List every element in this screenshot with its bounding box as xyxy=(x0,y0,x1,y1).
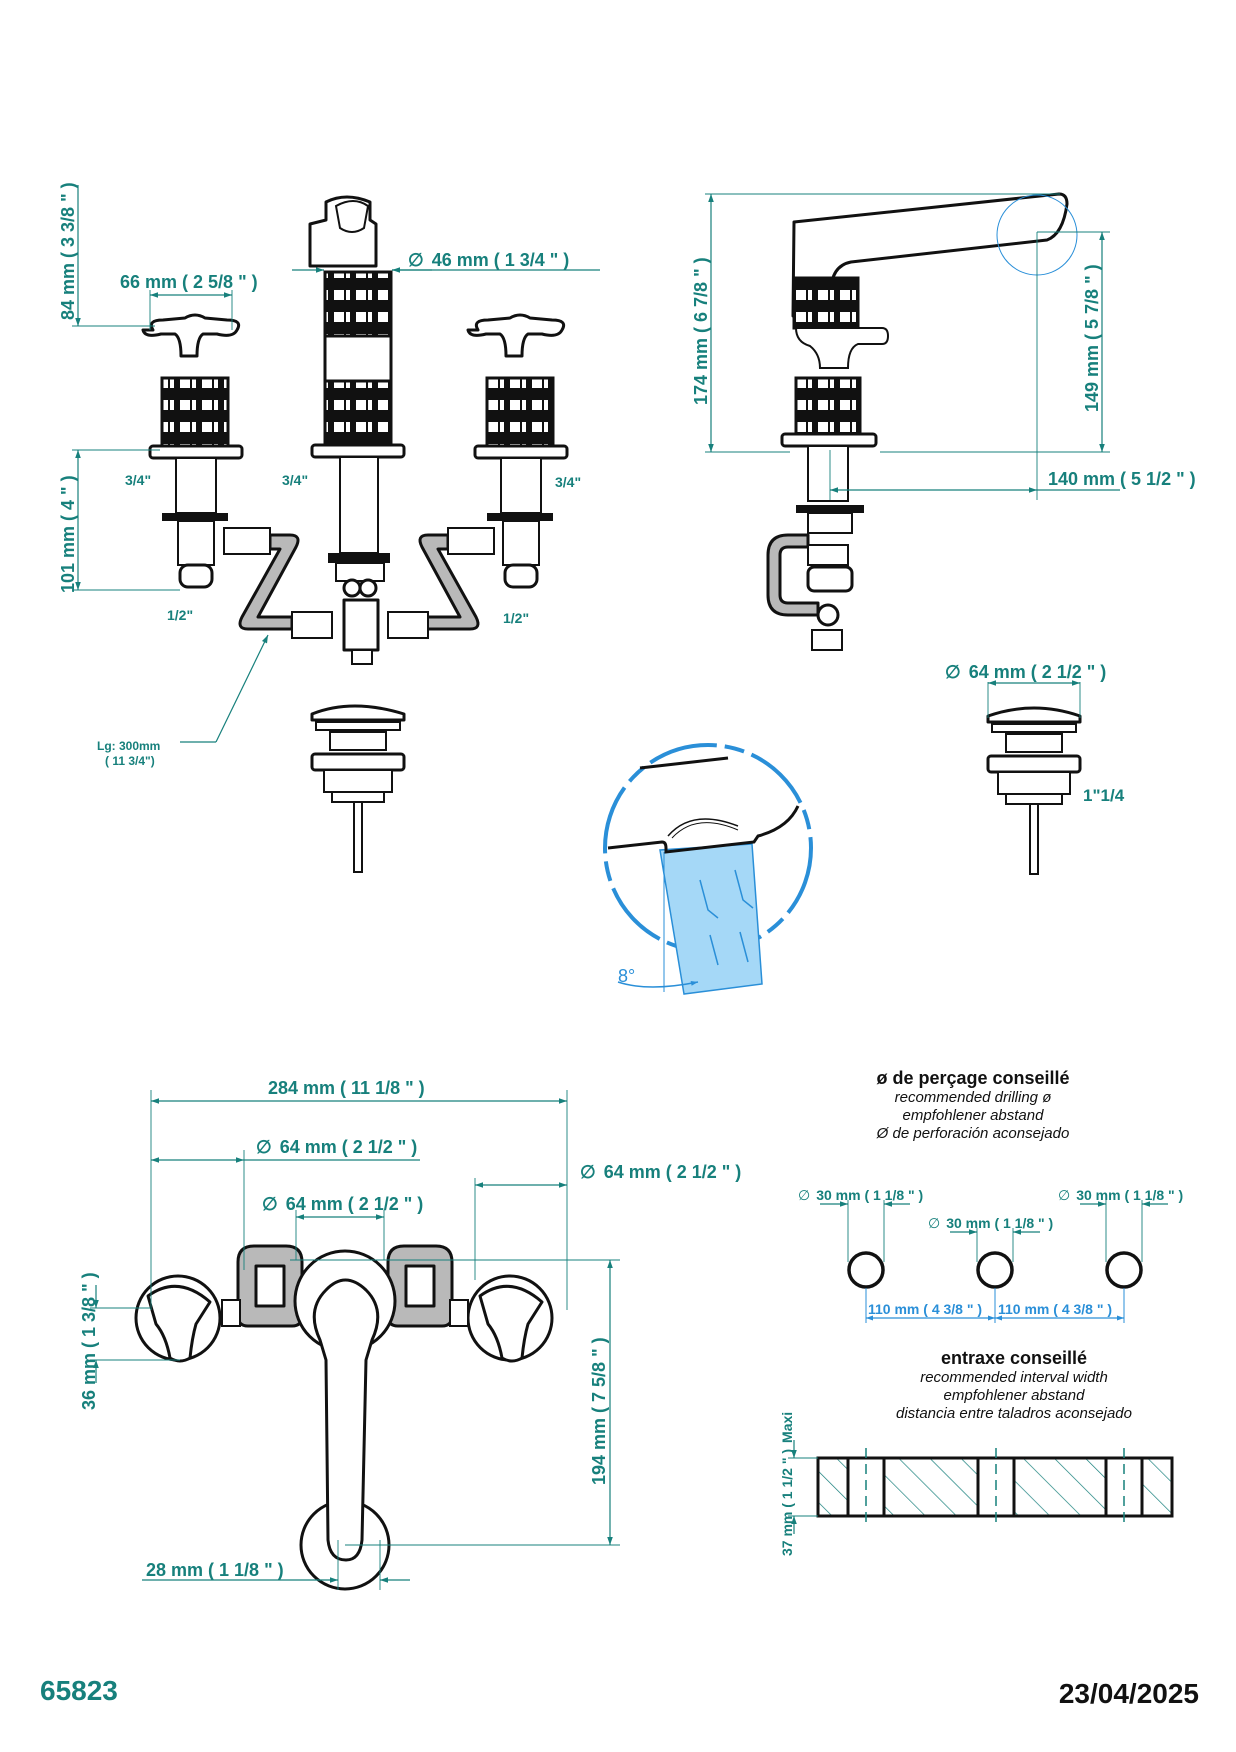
dim-waste-diameter: ∅64 mm ( 2 1/2 " ) xyxy=(945,662,1106,682)
top-view: 284 mm ( 11 1/8 " ) ∅64 mm ( 2 1/2 " ) ∅… xyxy=(79,1078,741,1591)
thread-left: 3/4" xyxy=(125,472,151,488)
product-code: 65823 xyxy=(40,1675,118,1706)
dim-outlet-height: 149 mm ( 5 7/8 " ) xyxy=(1082,264,1102,412)
dim-under-deck-height: 101 mm ( 4 " ) xyxy=(58,475,78,593)
outlet-right: 1/2" xyxy=(503,610,529,626)
flexible-hoses xyxy=(223,527,495,639)
spacing-left: 110 mm ( 4 3/8 " ) xyxy=(868,1301,982,1317)
dim-handle-depth: 36 mm ( 1 3/8 " ) xyxy=(79,1272,99,1410)
hole-center-diameter: ∅30 mm ( 1 1/8 " ) xyxy=(928,1215,1053,1231)
max-thickness: 37 mm ( 1 1/2 " )Maxi xyxy=(779,1412,795,1556)
thread-right: 3/4" xyxy=(555,474,581,490)
interval-title: entraxe conseillé xyxy=(941,1348,1087,1368)
spout-detail-view: 8° xyxy=(603,743,813,995)
hole-right-diameter: ∅30 mm ( 1 1/8 " ) xyxy=(1058,1187,1183,1203)
drilling-title: ø de perçage conseillé xyxy=(876,1068,1069,1088)
drill-hole-center xyxy=(976,1251,1014,1289)
interval-en: recommended interval width xyxy=(920,1369,1108,1386)
outlet-left: 1/2" xyxy=(167,607,193,623)
left-valve xyxy=(141,313,244,589)
spout-top xyxy=(293,1249,397,1591)
dim-handle-diameter-left: ∅64 mm ( 2 1/2 " ) xyxy=(256,1137,417,1157)
dim-spout-base-diameter: ∅64 mm ( 2 1/2 " ) xyxy=(262,1194,423,1214)
dim-spout-length: 194 mm ( 7 5/8 " ) xyxy=(589,1337,609,1485)
left-handle-top xyxy=(134,1274,222,1363)
hose-leader-line xyxy=(215,634,269,743)
drill-hole-left xyxy=(847,1251,885,1289)
interval-recommendation: entraxe conseillé recommended interval w… xyxy=(779,1348,1174,1556)
front-view: 84 mm ( 3 3/8 " ) 101 mm ( 4 " ) 66 mm (… xyxy=(58,182,600,873)
interval-de: empfohlener abstand xyxy=(944,1387,1086,1404)
dim-handle-height: 84 mm ( 3 3/8 " ) xyxy=(58,182,78,320)
document-date: 23/04/2025 xyxy=(1059,1678,1199,1709)
thread-center: 3/4" xyxy=(282,472,308,488)
hole-left-diameter: ∅30 mm ( 1 1/8 " ) xyxy=(798,1187,923,1203)
hose-length: Lg: 300mm xyxy=(97,739,160,753)
dim-total-height: 174 mm ( 6 7/8 " ) xyxy=(691,257,711,405)
hose-length-inch: ( 11 3/4") xyxy=(105,754,155,768)
right-valve xyxy=(466,313,569,589)
dim-spout-diameter: ∅46 mm ( 1 3/4 " ) xyxy=(408,250,569,270)
dim-overall-width: 284 mm ( 11 1/8 " ) xyxy=(268,1078,425,1098)
drilling-es: Ø de perforación aconsejado xyxy=(876,1125,1070,1142)
pop-up-waste-side xyxy=(986,706,1082,875)
side-view: 174 mm ( 6 7/8 " ) 149 mm ( 5 7/8 " ) 14… xyxy=(691,192,1196,875)
center-spout xyxy=(308,195,406,665)
drilling-recommendation: ø de perçage conseillé recommended drill… xyxy=(798,1068,1183,1323)
right-handle-top xyxy=(466,1274,554,1363)
outlet-angle: 8° xyxy=(618,966,635,986)
dim-handle-width: 66 mm ( 2 5/8 " ) xyxy=(120,272,258,292)
pop-up-waste-front xyxy=(310,704,406,873)
drilling-en: recommended drilling ø xyxy=(895,1089,1052,1106)
spacing-right: 110 mm ( 4 3/8 " ) xyxy=(998,1301,1112,1317)
dim-handle-diameter-right: ∅64 mm ( 2 1/2 " ) xyxy=(580,1162,741,1182)
water-jet xyxy=(659,843,763,995)
dim-spout-reach: 140 mm ( 5 1/2 " ) xyxy=(1048,469,1196,489)
drill-hole-right xyxy=(1105,1251,1143,1289)
interval-es: distancia entre taladros aconsejado xyxy=(896,1405,1132,1422)
deck-section xyxy=(816,1448,1174,1526)
waste-thread: 1"1/4 xyxy=(1083,786,1125,805)
dim-spout-tip-width: 28 mm ( 1 1/8 " ) xyxy=(146,1560,284,1580)
drilling-de: empfohlener abstand xyxy=(903,1107,1045,1124)
